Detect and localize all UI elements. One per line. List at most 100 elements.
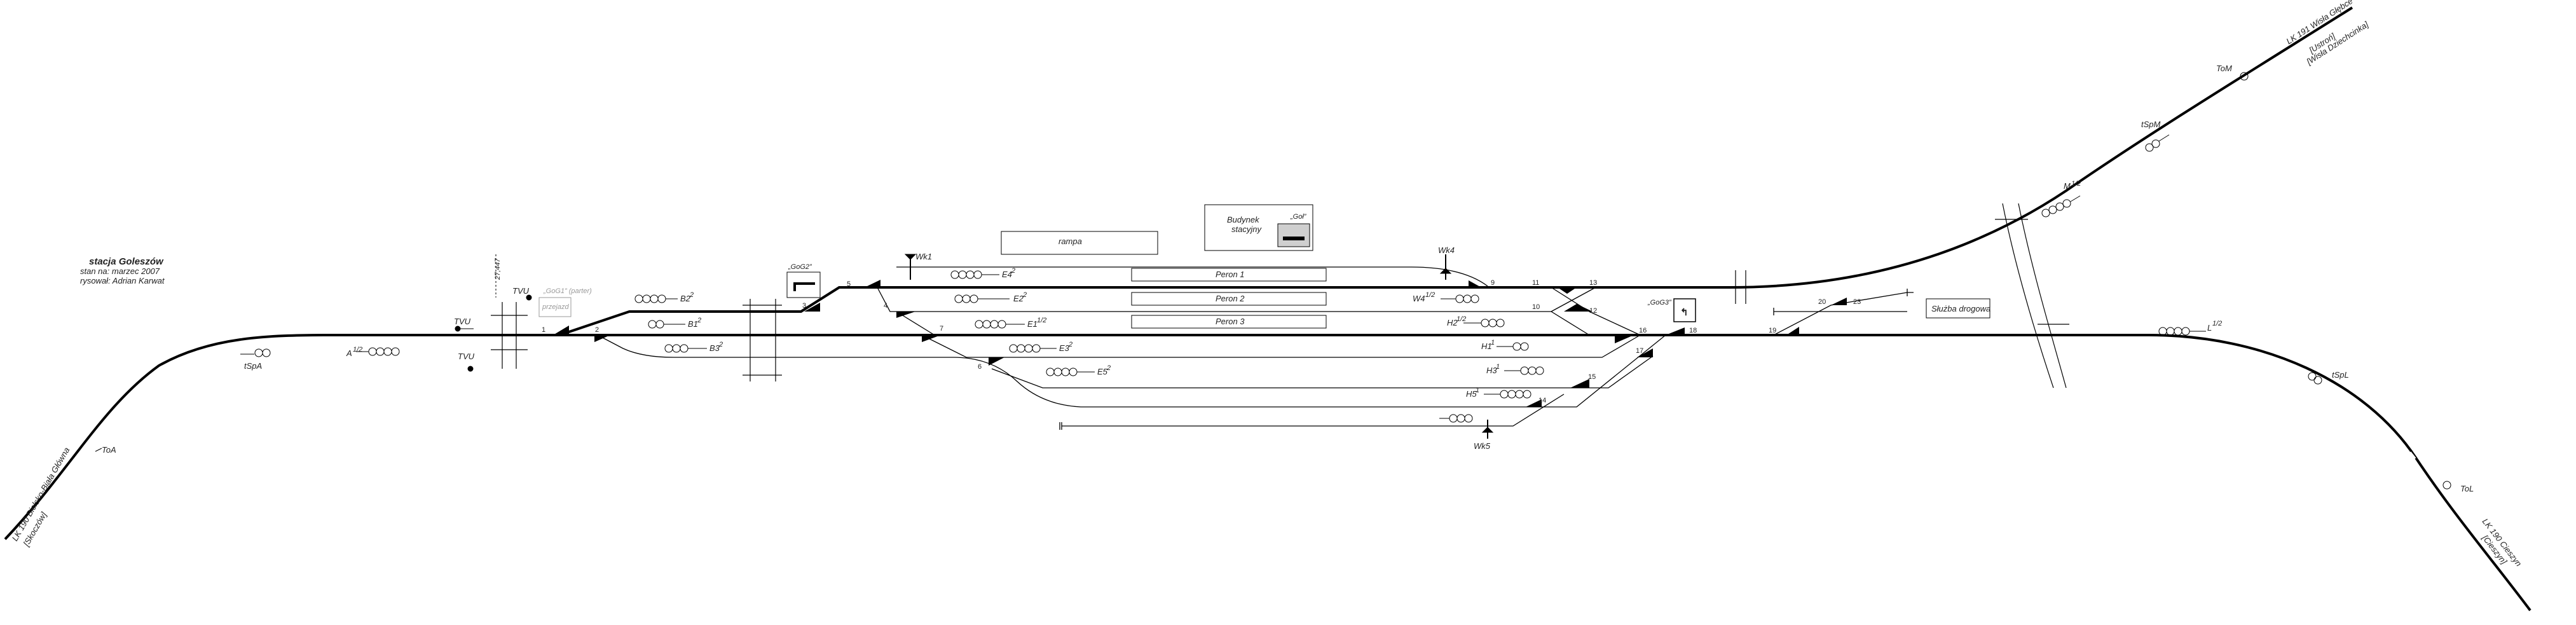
platform-3-label: Peron 3 xyxy=(1216,317,1245,326)
switch-3 xyxy=(804,303,820,312)
switch-16 xyxy=(1615,335,1634,343)
signal-b2-sup: 2 xyxy=(689,291,694,299)
level-crossings xyxy=(491,203,2069,388)
signal-tospl-label: tSpL xyxy=(2332,370,2349,380)
signals xyxy=(95,69,2451,490)
signal-b3-sup: 2 xyxy=(718,341,723,348)
signal-l-sup: 1/2 xyxy=(2212,320,2222,327)
ramp-label: rampa xyxy=(1058,237,1082,246)
switch-num: 3 xyxy=(802,302,806,310)
switch-markers xyxy=(553,280,1847,407)
switch-num: 19 xyxy=(1769,327,1776,334)
signal-b1-label: B1 xyxy=(688,319,698,329)
platform-2 xyxy=(1131,292,1327,306)
signal-toa-label: ToA xyxy=(102,445,116,455)
crossing-right xyxy=(1735,270,1746,304)
tvu-signal-top xyxy=(526,294,532,301)
line-breaks xyxy=(146,96,2416,460)
signal-b2-label: B2 xyxy=(680,294,691,303)
signal-e5-sup: 2 xyxy=(1106,364,1111,372)
signal-b1 xyxy=(648,320,685,329)
switch-num: 18 xyxy=(1689,327,1697,334)
tvu-label-upper: TVU xyxy=(454,317,471,326)
siding-wk5-buffer xyxy=(1059,422,1062,430)
track-3 xyxy=(877,287,1590,336)
switch-num: 6 xyxy=(978,363,982,371)
signal-b1-sup: 2 xyxy=(697,317,701,324)
crossover-right-2 xyxy=(1551,287,1596,312)
station-building xyxy=(1204,204,1313,251)
signal-h3-sup: 1 xyxy=(1496,363,1500,371)
crossing-left-bar xyxy=(491,315,528,350)
signal-tospm-label: tSpM xyxy=(2141,120,2161,129)
signal-e3-label: E3 xyxy=(1059,343,1070,353)
signal-tol xyxy=(2442,481,2451,490)
switch-num: 13 xyxy=(1589,279,1597,287)
signal-l-label: L xyxy=(2207,323,2212,333)
signal-e4-label: E4 xyxy=(1002,270,1012,279)
line-to-bielsko xyxy=(4,334,559,540)
signal-h1 xyxy=(1497,342,1529,351)
signal-h5-label: H5 xyxy=(1466,389,1477,399)
tvu-label-lower: TVU xyxy=(458,352,475,361)
crossing-wisla xyxy=(2002,203,2067,388)
wk4-label: Wk4 xyxy=(1438,245,1455,255)
service-siding-buffer xyxy=(1773,289,1908,315)
secondary-tracks xyxy=(597,266,1914,430)
line-to-cieszyn xyxy=(2148,334,2531,612)
platform-2-label: Peron 2 xyxy=(1216,294,1245,303)
switch-1 xyxy=(553,326,569,335)
signal-e4 xyxy=(950,270,999,279)
switch-17 xyxy=(1637,348,1653,357)
switch-num: 4 xyxy=(884,302,887,310)
post-gol-label: „Goł” xyxy=(1290,213,1307,221)
switch-2 xyxy=(594,335,610,342)
switch-num: 23 xyxy=(1853,298,1861,306)
switch-9 xyxy=(1469,280,1481,287)
wk5-label: Wk5 xyxy=(1474,441,1491,451)
crossing-mid-bar xyxy=(743,305,782,376)
signal-h7 xyxy=(1439,414,1473,423)
track-left-loop xyxy=(597,334,1666,408)
signal-h3-label: H3 xyxy=(1486,366,1497,375)
post-gol-panel xyxy=(1283,237,1305,240)
switch-4 xyxy=(896,312,915,318)
switch-7 xyxy=(989,357,1004,366)
derails xyxy=(904,254,1494,439)
switch-num: 1 xyxy=(542,326,545,334)
post-go2-label: „GoG2” xyxy=(788,263,812,271)
km-marker-label: 27,447 xyxy=(494,258,502,280)
switch-num: 12 xyxy=(1589,307,1597,315)
switch-14 xyxy=(1526,399,1542,407)
track-4 xyxy=(896,266,1488,287)
wk5-flag xyxy=(1481,427,1494,433)
signal-tospl xyxy=(2308,372,2322,385)
line-to-wisla xyxy=(1729,6,2353,289)
main-tracks xyxy=(4,6,2531,612)
signal-h2-label: H2 xyxy=(1447,318,1458,327)
post-go3-box xyxy=(1673,298,1696,322)
tvu-signal-lower xyxy=(467,366,474,372)
switch-23 xyxy=(1831,298,1847,305)
switch-6 xyxy=(922,335,941,342)
signal-l xyxy=(2158,327,2206,336)
station-name: stacja Goleszów xyxy=(89,256,164,267)
signal-e2-label: E2 xyxy=(1013,294,1024,303)
switch-19 xyxy=(1786,327,1799,335)
signal-h3 xyxy=(1504,366,1544,375)
signal-e5-label: E5 xyxy=(1097,367,1108,376)
platform-3 xyxy=(1131,315,1327,329)
service-siding xyxy=(1773,292,1914,336)
switch-num: 7 xyxy=(940,325,943,333)
signal-e3 xyxy=(1009,344,1057,353)
gate-box-label: „GoG1” (parter) xyxy=(543,287,592,295)
switch-num: 10 xyxy=(1532,303,1540,311)
signal-h2-sup: 1/2 xyxy=(1456,315,1466,323)
switch-num: 20 xyxy=(1818,298,1826,306)
track-lower xyxy=(991,355,1654,388)
title-block: stacja Goleszów stan na: marzec 2007 rys… xyxy=(80,256,165,285)
signal-a-label: A xyxy=(346,348,352,358)
signal-m-sup: 1/2 xyxy=(2071,180,2081,188)
station-building-line2: stacyjny xyxy=(1231,224,1262,234)
